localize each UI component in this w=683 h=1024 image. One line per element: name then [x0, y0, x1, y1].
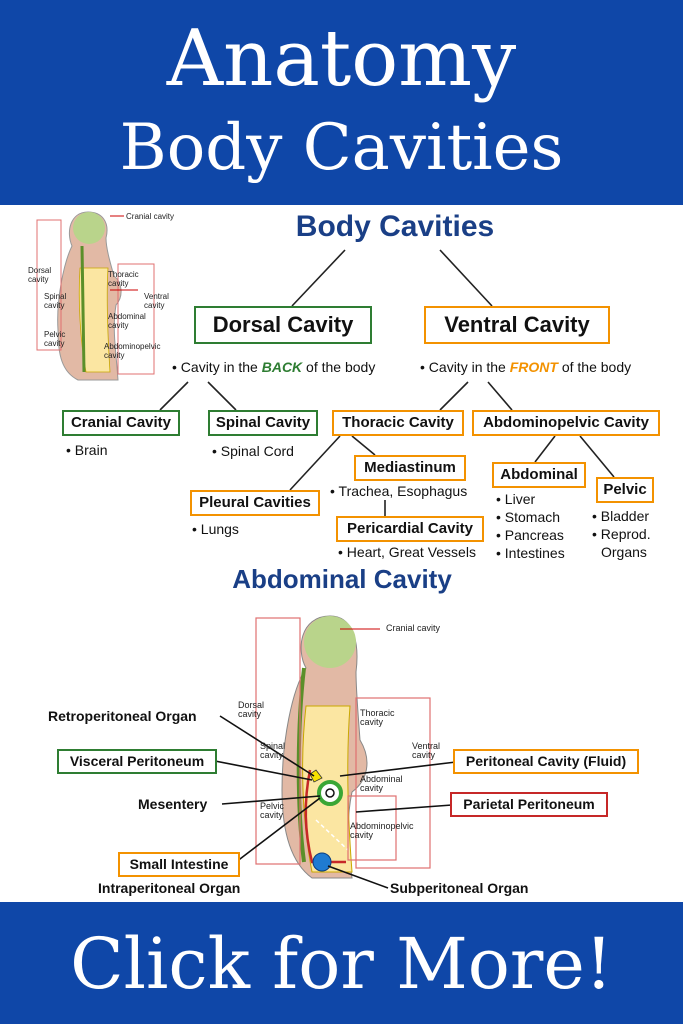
large-label-abdominopelvic: Abdominopelvic cavity: [350, 821, 414, 840]
large-body-figure: [255, 615, 431, 879]
abdominal-cavity-heading: Abdominal Cavity: [232, 564, 452, 594]
pelvic-item-reprod: • Reprod.: [592, 526, 651, 542]
small-label-abdominal: Abdominal cavity: [108, 312, 146, 330]
small-label-cranial: Cranial cavity: [126, 212, 175, 221]
small-body-figure: [36, 211, 155, 381]
abdominal-item-pancreas: • Pancreas: [496, 527, 564, 543]
abdominal-box: Abdominal: [492, 462, 586, 488]
cranial-item: • Brain: [66, 442, 108, 458]
abdominopelvic-cavity-box: Abdominopelvic Cavity: [472, 410, 660, 436]
dorsal-cavity-box: Dorsal Cavity: [194, 306, 372, 344]
subperitoneal-organ-label: Subperitoneal Organ: [390, 880, 529, 896]
click-for-more-button[interactable]: Click for More!: [70, 923, 613, 1005]
pelvic-item-organs: Organs: [601, 544, 647, 560]
pelvic-item-bladder: • Bladder: [592, 508, 650, 524]
abdominal-item-stomach: • Stomach: [496, 509, 561, 525]
mesentery-label: Mesentery: [138, 796, 208, 812]
title-line-1: Anatomy: [166, 14, 517, 104]
peritoneal-cavity-box: Peritoneal Cavity (Fluid): [453, 749, 639, 774]
parietal-peritoneum-box: Parietal Peritoneum: [450, 792, 608, 817]
large-label-cranial: Cranial cavity: [386, 623, 441, 633]
small-label-abdominopelvic: Abdominopelvic cavity: [104, 342, 161, 360]
dorsal-description: • Cavity in the BACK of the body: [172, 359, 376, 375]
large-label-abdominal: Abdominal cavity: [360, 774, 403, 793]
intraperitoneal-organ-label: Intraperitoneal Organ: [98, 880, 241, 896]
pericardial-item: • Heart, Great Vessels: [338, 544, 476, 560]
small-label-spinal: Spinal cavity: [44, 292, 67, 310]
large-label-dorsal: Dorsal cavity: [238, 700, 265, 719]
large-label-thoracic: Thoracic cavity: [360, 708, 395, 727]
large-label-ventral: Ventral cavity: [412, 741, 441, 760]
pericardial-cavity-box: Pericardial Cavity: [336, 516, 484, 542]
ventral-cavity-box: Ventral Cavity: [424, 306, 610, 344]
pleural-cavities-box: Pleural Cavities: [190, 490, 320, 516]
title-banner: Anatomy Body Cavities: [0, 0, 683, 205]
pelvic-box: Pelvic: [596, 477, 654, 503]
body-cavities-heading: Body Cavities: [295, 210, 495, 243]
title-line-2: Body Cavities: [119, 111, 564, 185]
spinal-item: • Spinal Cord: [212, 443, 294, 459]
mediastinum-item: • Trachea, Esophagus: [330, 483, 468, 499]
large-label-spinal: Spinal cavity: [260, 741, 286, 760]
cta-banner[interactable]: Click for More!: [0, 902, 683, 1024]
pleural-item: • Lungs: [192, 521, 239, 537]
tree-connectors: [159, 249, 615, 516]
thoracic-cavity-box: Thoracic Cavity: [332, 410, 464, 436]
retroperitoneal-organ-label: Retroperitoneal Organ: [48, 708, 197, 724]
small-intestine-box: Small Intestine: [118, 852, 240, 877]
small-label-ventral: Ventral cavity: [144, 292, 169, 310]
small-label-thoracic: Thoracic cavity: [108, 270, 139, 288]
spinal-cavity-box: Spinal Cavity: [208, 410, 318, 436]
visceral-peritoneum-box: Visceral Peritoneum: [57, 749, 217, 774]
small-label-dorsal: Dorsal cavity: [28, 266, 52, 284]
abdominal-item-intestines: • Intestines: [496, 545, 565, 561]
cranial-cavity-box: Cranial Cavity: [62, 410, 180, 436]
mediastinum-box: Mediastinum: [354, 455, 466, 481]
ventral-description: • Cavity in the FRONT of the body: [420, 359, 632, 375]
large-label-pelvic: Pelvic cavity: [260, 801, 285, 820]
small-label-pelvic: Pelvic cavity: [44, 330, 66, 348]
callout-lines: [214, 715, 457, 889]
abdominal-item-liver: • Liver: [496, 491, 536, 507]
